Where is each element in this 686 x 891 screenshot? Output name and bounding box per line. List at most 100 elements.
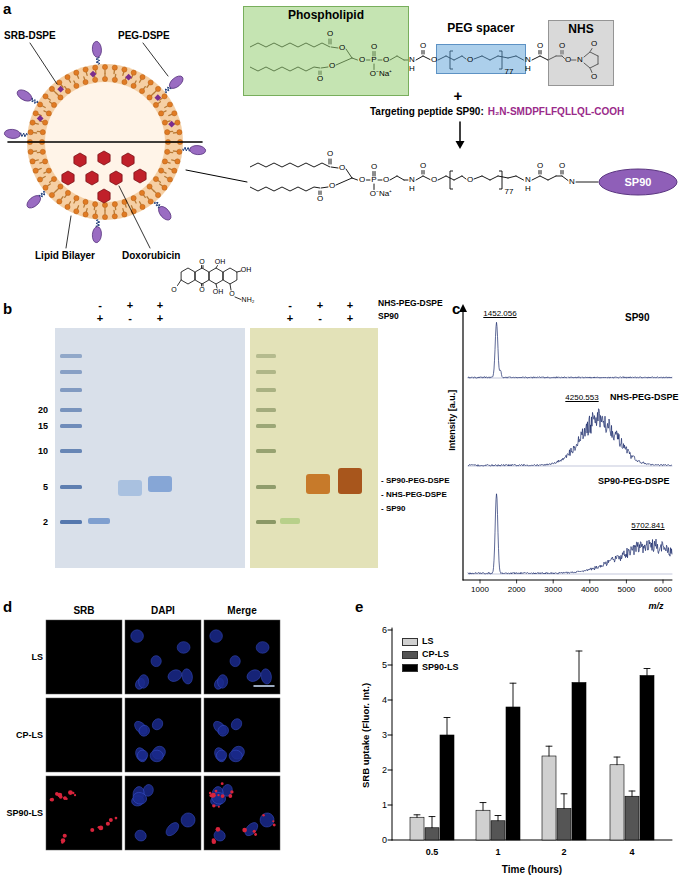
tick-label: 3000 xyxy=(544,585,562,594)
lipid-tail xyxy=(158,181,160,182)
srb-dye xyxy=(57,86,64,93)
lipid-tail xyxy=(65,87,66,89)
ladder-band xyxy=(256,520,276,524)
axis-title: m/z xyxy=(649,601,664,611)
lipid-head xyxy=(147,184,152,189)
srb-signal xyxy=(61,841,63,843)
ladder-size: 15 xyxy=(38,421,48,431)
column-header: SRB xyxy=(73,605,94,617)
error-bar xyxy=(549,746,550,756)
micrograph xyxy=(46,776,122,850)
lipid-tail xyxy=(83,205,85,207)
lipid-head xyxy=(139,190,144,195)
srb-dye xyxy=(125,74,132,81)
lipid-head xyxy=(33,111,38,116)
atom-label: O xyxy=(591,72,597,81)
atom-label: N xyxy=(525,175,531,184)
error-bar xyxy=(617,757,618,765)
lane-sign: + xyxy=(97,312,103,325)
srb-signal xyxy=(273,824,276,827)
atom-label: OH xyxy=(215,258,226,266)
lipid-tail xyxy=(165,177,168,179)
error-bar xyxy=(432,817,433,828)
axis-title: Intensity [a.u.] xyxy=(447,389,457,450)
axis-tick xyxy=(626,580,627,583)
leader-line xyxy=(66,216,71,248)
lipid-head xyxy=(148,199,153,204)
tick-label: 1 xyxy=(496,847,501,857)
band-label: - SP90-PEG-DSPE xyxy=(381,476,449,485)
atom-label: O⁻Na⁺ xyxy=(370,189,392,198)
tick-label: 5000 xyxy=(618,585,636,594)
lipid-head xyxy=(93,214,98,219)
lipid-chain xyxy=(250,163,330,167)
srb-dye xyxy=(90,71,97,78)
lipid-tail xyxy=(65,195,66,197)
lipid-head xyxy=(167,102,172,107)
lane-sign: + xyxy=(287,312,293,325)
lipid-head xyxy=(83,67,88,72)
reaction-arrow xyxy=(459,122,461,141)
tick-label: 6 xyxy=(382,625,387,635)
lane-sign: + xyxy=(157,299,163,312)
lipid-head xyxy=(131,83,136,88)
error-cap xyxy=(576,651,582,652)
baseline xyxy=(468,574,672,575)
axis-title: SRB uptake (Fluor. Int.) xyxy=(361,682,372,787)
ladder-band xyxy=(256,424,276,428)
atom-label: O xyxy=(431,175,437,184)
bond-line xyxy=(331,159,332,164)
error-cap xyxy=(644,668,650,669)
srb-signal xyxy=(66,798,68,800)
doxorubicin-molecule xyxy=(110,171,122,185)
peak-mass: 5702.841 xyxy=(631,521,664,530)
srb-signal xyxy=(55,792,59,796)
lipid-head xyxy=(93,65,98,70)
lipid-tail xyxy=(154,91,156,93)
lipid-head xyxy=(175,159,180,164)
lipid-head xyxy=(83,79,88,84)
srb-signal xyxy=(98,826,101,829)
data-bar xyxy=(542,756,556,840)
lipid-tail xyxy=(172,159,175,161)
lipid-head xyxy=(65,204,70,209)
bond-line xyxy=(331,167,338,168)
gel-band xyxy=(280,518,300,524)
doxorubicin-molecule xyxy=(62,171,74,185)
ladder-band xyxy=(60,408,82,412)
lane-sign: + xyxy=(127,299,133,312)
lipid-tail xyxy=(74,201,75,203)
lipid-tail xyxy=(113,71,115,74)
micrograph xyxy=(46,698,122,772)
lipid-head xyxy=(177,130,182,135)
atom-label: O xyxy=(329,181,335,190)
lane-sign: + xyxy=(317,299,323,312)
bond-line xyxy=(462,176,466,179)
tick-label: 4 xyxy=(382,695,387,705)
leader-line xyxy=(30,43,57,84)
data-bar xyxy=(640,676,654,841)
legend-label: CP-LS xyxy=(422,649,449,659)
tick-label: 2 xyxy=(562,847,567,857)
ladder-band xyxy=(60,520,82,524)
lipid-head xyxy=(162,94,167,99)
lipid-tail xyxy=(48,184,50,186)
bond-line xyxy=(203,266,204,269)
srb-signal xyxy=(211,795,214,798)
lipid-tail xyxy=(144,87,145,89)
atom-label: O xyxy=(229,290,234,298)
lipid-head xyxy=(162,185,167,190)
error-bar xyxy=(579,651,580,683)
column-header: DAPI xyxy=(151,605,175,617)
atom-label: O xyxy=(171,286,176,294)
nucleus xyxy=(245,668,262,684)
bond-line xyxy=(540,176,548,180)
lipid-head xyxy=(122,79,127,84)
spectrum-trace xyxy=(468,494,672,574)
lipid-tail xyxy=(170,152,172,154)
nucleus xyxy=(217,674,228,688)
bond-line xyxy=(539,171,540,175)
bond-line xyxy=(541,171,542,175)
lipid-tail xyxy=(147,85,149,87)
lipid-tail xyxy=(38,168,41,169)
